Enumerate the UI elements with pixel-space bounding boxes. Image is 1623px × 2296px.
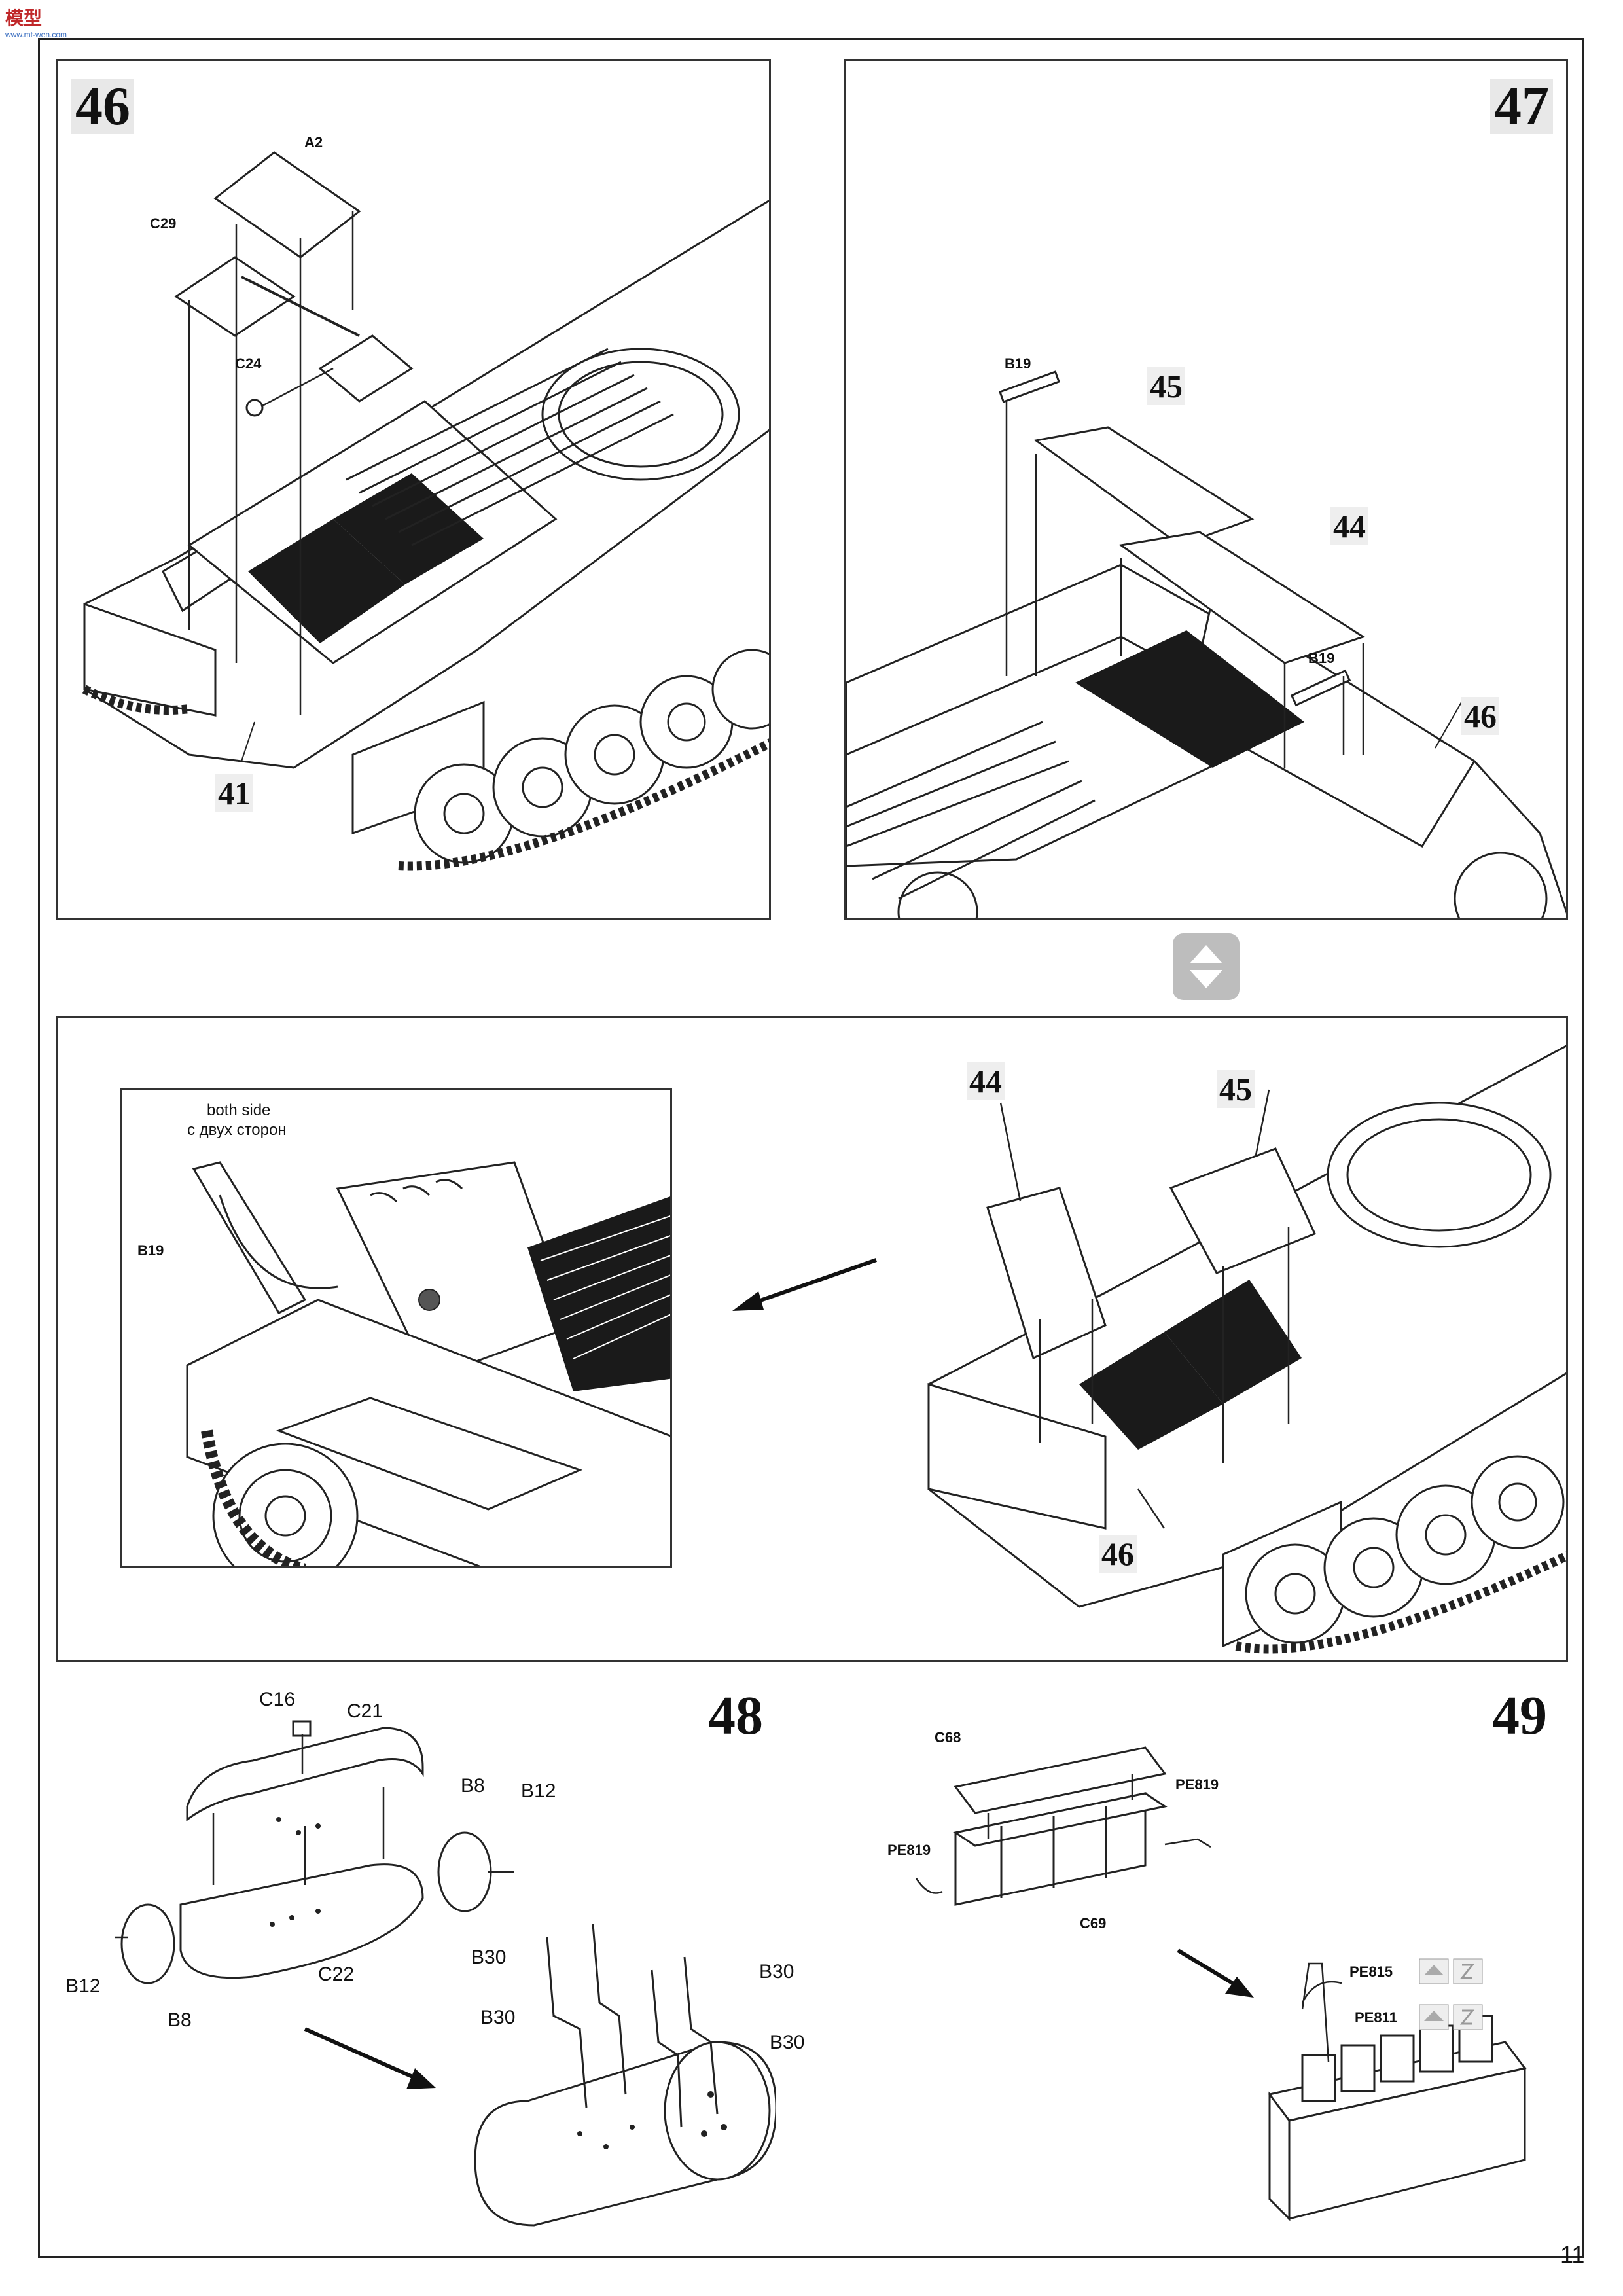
part-label-c21: C21 xyxy=(347,1700,383,1722)
part-label-pe819-left: PE819 xyxy=(887,1842,931,1858)
part-label-44-detail: 44 xyxy=(967,1062,1005,1100)
part-label-44: 44 xyxy=(1330,507,1368,545)
tank-rear-open-illustration xyxy=(927,1045,1566,1654)
detail-arrow xyxy=(732,1258,877,1311)
part-label-b12-right: B12 xyxy=(521,1780,556,1802)
part-label-c22: C22 xyxy=(318,1964,355,1985)
part-label-pe811: PE811 xyxy=(1355,2009,1397,2026)
part-label-c24: C24 xyxy=(235,355,262,372)
step-number: 49 xyxy=(1492,1685,1547,1746)
tank-rear-illustration xyxy=(82,151,769,871)
step-49-area: 49 xyxy=(844,1676,1571,2238)
part-label-45-detail: 45 xyxy=(1217,1070,1255,1108)
part-label-b30-c: B30 xyxy=(480,2007,516,2028)
step-number: 46 xyxy=(71,79,134,134)
watermark-logo: 模型 www.mt-wen.com xyxy=(5,8,67,39)
step-46-panel: 46 xyxy=(56,59,771,920)
part-label-c16: C16 xyxy=(259,1689,296,1710)
part-label-41: 41 xyxy=(215,774,253,812)
note-both-side: both side xyxy=(207,1102,271,1119)
detail-inset: both side с двух сторон xyxy=(120,1088,672,1568)
part-label-pe819-right: PE819 xyxy=(1175,1776,1219,1793)
note-both-side-ru: с двух сторон xyxy=(187,1121,287,1139)
page-number: 11 xyxy=(1560,2241,1585,2268)
bend-icon xyxy=(1453,2004,1483,2030)
part-label-b30-a: B30 xyxy=(471,1946,507,1968)
part-label-a2: A2 xyxy=(304,134,323,151)
part-label-b12-left: B12 xyxy=(65,1975,101,1997)
tank-box-illustration xyxy=(915,1746,1527,2221)
part-label-c68: C68 xyxy=(935,1729,961,1746)
etched-part-icon xyxy=(1419,1958,1449,1984)
step-47-panel: 47 B19 xyxy=(844,59,1568,920)
step-number: 47 xyxy=(1490,79,1553,134)
part-label-b19-top: B19 xyxy=(1005,355,1031,372)
part-label-pe815: PE815 xyxy=(1349,1964,1393,1980)
bend-icon xyxy=(1453,1958,1483,1984)
part-label-45: 45 xyxy=(1147,367,1185,405)
tank-rear-deck-illustration xyxy=(846,370,1566,918)
detail-illustration xyxy=(186,1161,670,1566)
step-number: 48 xyxy=(708,1685,763,1746)
detail-panel: both side с двух сторон xyxy=(56,1016,1568,1662)
part-label-c69: C69 xyxy=(1080,1915,1107,1931)
page-frame xyxy=(38,38,1584,2258)
etched-part-icon xyxy=(1419,2004,1449,2030)
flip-model-icon xyxy=(1173,933,1240,1000)
part-label-b19-detail: B19 xyxy=(137,1242,164,1259)
part-label-b30-b: B30 xyxy=(759,1961,794,1982)
part-label-b8-left: B8 xyxy=(168,2009,192,2031)
part-label-b30-d: B30 xyxy=(770,2032,805,2053)
part-label-c29: C29 xyxy=(150,215,177,232)
part-label-46: 46 xyxy=(1461,697,1499,735)
part-label-46-detail: 46 xyxy=(1099,1535,1137,1573)
step-48-area: 48 xyxy=(56,1676,804,2251)
part-label-b8-right: B8 xyxy=(461,1775,485,1797)
part-label-b19-mid: B19 xyxy=(1308,650,1335,666)
tank-fuel-drum-illustration xyxy=(115,1720,776,2227)
